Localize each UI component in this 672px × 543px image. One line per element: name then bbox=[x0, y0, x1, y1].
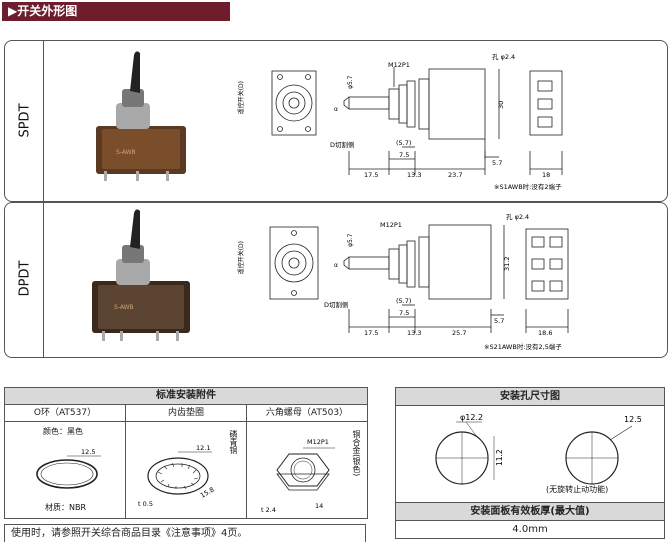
spdt-m12: M12P1 bbox=[388, 61, 410, 69]
dpdt-side-label: 遥控开关(D) bbox=[237, 241, 245, 274]
dpdt-alpha: α bbox=[334, 262, 338, 269]
thickness-value: 4.0mm bbox=[512, 524, 548, 535]
spdt-drawing: S-AWB 遥控开关(D) φ5.7 M12P bbox=[96, 51, 563, 191]
col-oring: O环（AT537） bbox=[5, 405, 126, 421]
oring-dim: 12.5 bbox=[81, 448, 95, 456]
spdt-d57: (5.7) bbox=[396, 139, 411, 147]
footer-note-text: 使用时，请参照开关综合商品目录《注意事项》4页。 bbox=[11, 528, 248, 539]
dpdt-switch-photo: S-AWB bbox=[92, 209, 190, 341]
spdt-d133: 13.3 bbox=[407, 171, 421, 179]
dpdt-d75: 7.5 bbox=[399, 309, 409, 317]
nut-material: 铜合金(银色) bbox=[352, 430, 361, 477]
dpdt-m12: M12P1 bbox=[380, 221, 402, 229]
washer-cell: 12.1 15.8 t 0.5 磷青铜 bbox=[126, 422, 247, 518]
nut-drawing: M12P1 14 t 2.4 bbox=[261, 438, 335, 514]
spdt-label: SPDT bbox=[17, 103, 33, 138]
thickness-title: 安装面板有效板厚(最大值) bbox=[396, 503, 664, 521]
dpdt-rear-view bbox=[525, 228, 569, 333]
svg-text:S-AWB: S-AWB bbox=[114, 304, 134, 311]
dpdt-dcut: D切割侧 bbox=[324, 300, 349, 309]
spdt-d237: 23.7 bbox=[448, 171, 462, 179]
dpdt-drawing: S-AWB 遥控开关(D) φ5.7 M12P1 孔 φ2.4 α bbox=[92, 209, 569, 351]
nut-cell: M12P1 14 t 2.4 铜合金(银色) bbox=[247, 422, 367, 518]
washer-material: 磷青铜 bbox=[229, 430, 238, 454]
dpdt-d57: (5.7) bbox=[396, 297, 411, 305]
dpdt-d57b: 5.7 bbox=[494, 317, 504, 325]
oring-material: 材质：NBR bbox=[45, 503, 87, 512]
dpdt-d186: 18.6 bbox=[538, 329, 552, 337]
dpdt-d175: 17.5 bbox=[364, 329, 378, 337]
spdt-d75: 7.5 bbox=[399, 151, 409, 159]
spdt-dcut: D切割侧 bbox=[330, 140, 355, 149]
spdt-d175: 17.5 bbox=[364, 171, 378, 179]
spdt-alpha: α bbox=[334, 106, 338, 113]
spdt-d30: 30 bbox=[497, 101, 505, 109]
spdt-d18: 18 bbox=[542, 171, 550, 179]
oring-color: 颜色：黑色 bbox=[43, 427, 83, 436]
accessories-title: 标准安装附件 bbox=[5, 388, 367, 405]
section-title-bar: ▶开关外形图 bbox=[2, 2, 230, 21]
spdt-switch-photo: S-AWB bbox=[96, 51, 186, 181]
spdt-rear-view bbox=[529, 70, 563, 175]
accessories-table: 标准安装附件 O环（AT537） 内齿垫圈 六角螺母（AT503） 颜色：黑色 … bbox=[4, 387, 368, 519]
nut-t24: t 2.4 bbox=[261, 506, 276, 514]
dpdt-d312: 31.2 bbox=[503, 257, 511, 271]
hole-size-panel: 安装孔尺寸图 φ12.2 11.2 12.5 (无旋转止动功能) 安装面板有效板… bbox=[395, 387, 665, 539]
oring-cell: 颜色：黑色 12.5 材质：NBR bbox=[5, 422, 126, 518]
dpdt-d133: 13.3 bbox=[407, 329, 421, 337]
spdt-panel: SPDT bbox=[4, 40, 668, 202]
washer-drawing: 12.1 15.8 t 0.5 bbox=[138, 444, 216, 508]
spdt-side-view bbox=[343, 67, 500, 175]
washer-d121: 12.1 bbox=[196, 444, 210, 452]
nut-d14: 14 bbox=[315, 502, 323, 510]
hole-d125: 12.5 bbox=[624, 415, 642, 424]
spdt-note: ※S1AWB时:没有2端子 bbox=[494, 182, 562, 191]
col-nut: 六角螺母（AT503） bbox=[265, 408, 349, 418]
hole-antirot-drawing: 12.5 bbox=[565, 415, 642, 485]
oring-drawing: 12.5 bbox=[36, 448, 101, 489]
dpdt-phi57: φ5.7 bbox=[347, 233, 354, 247]
spdt-d57b: 5.7 bbox=[492, 159, 502, 167]
dpdt-d257: 25.7 bbox=[452, 329, 466, 337]
dpdt-side-view bbox=[343, 224, 505, 333]
dpdt-note: ※S21AWB时:没有2,5端子 bbox=[484, 342, 562, 351]
hole-round-drawing: φ12.2 11.2 bbox=[435, 413, 504, 485]
svg-text:S-AWB: S-AWB bbox=[116, 149, 136, 156]
dpdt-hole: 孔 φ2.4 bbox=[506, 213, 529, 221]
hole-phi: φ12.2 bbox=[460, 413, 483, 422]
footer-note: 使用时，请参照开关综合商品目录《注意事项》4页。 bbox=[4, 524, 366, 542]
play-icon: ▶ bbox=[8, 4, 18, 18]
washer-t05: t 0.5 bbox=[138, 500, 153, 508]
col-washer: 内齿垫圈 bbox=[126, 405, 247, 421]
section-title: 开关外形图 bbox=[17, 4, 78, 18]
dpdt-front-view bbox=[269, 226, 319, 300]
spdt-hole: 孔 φ2.4 bbox=[492, 53, 515, 61]
hole-size-title: 安装孔尺寸图 bbox=[396, 388, 664, 406]
spdt-phi57: φ5.7 bbox=[347, 75, 354, 89]
spdt-side-label: 遥控开关(D) bbox=[237, 81, 245, 114]
dpdt-label: DPDT bbox=[17, 260, 33, 297]
hole-antirot-note: (无旋转止动功能) bbox=[546, 485, 609, 494]
nut-m12: M12P1 bbox=[307, 438, 329, 446]
hole-h: 11.2 bbox=[495, 449, 504, 466]
spdt-front-view bbox=[271, 70, 317, 136]
